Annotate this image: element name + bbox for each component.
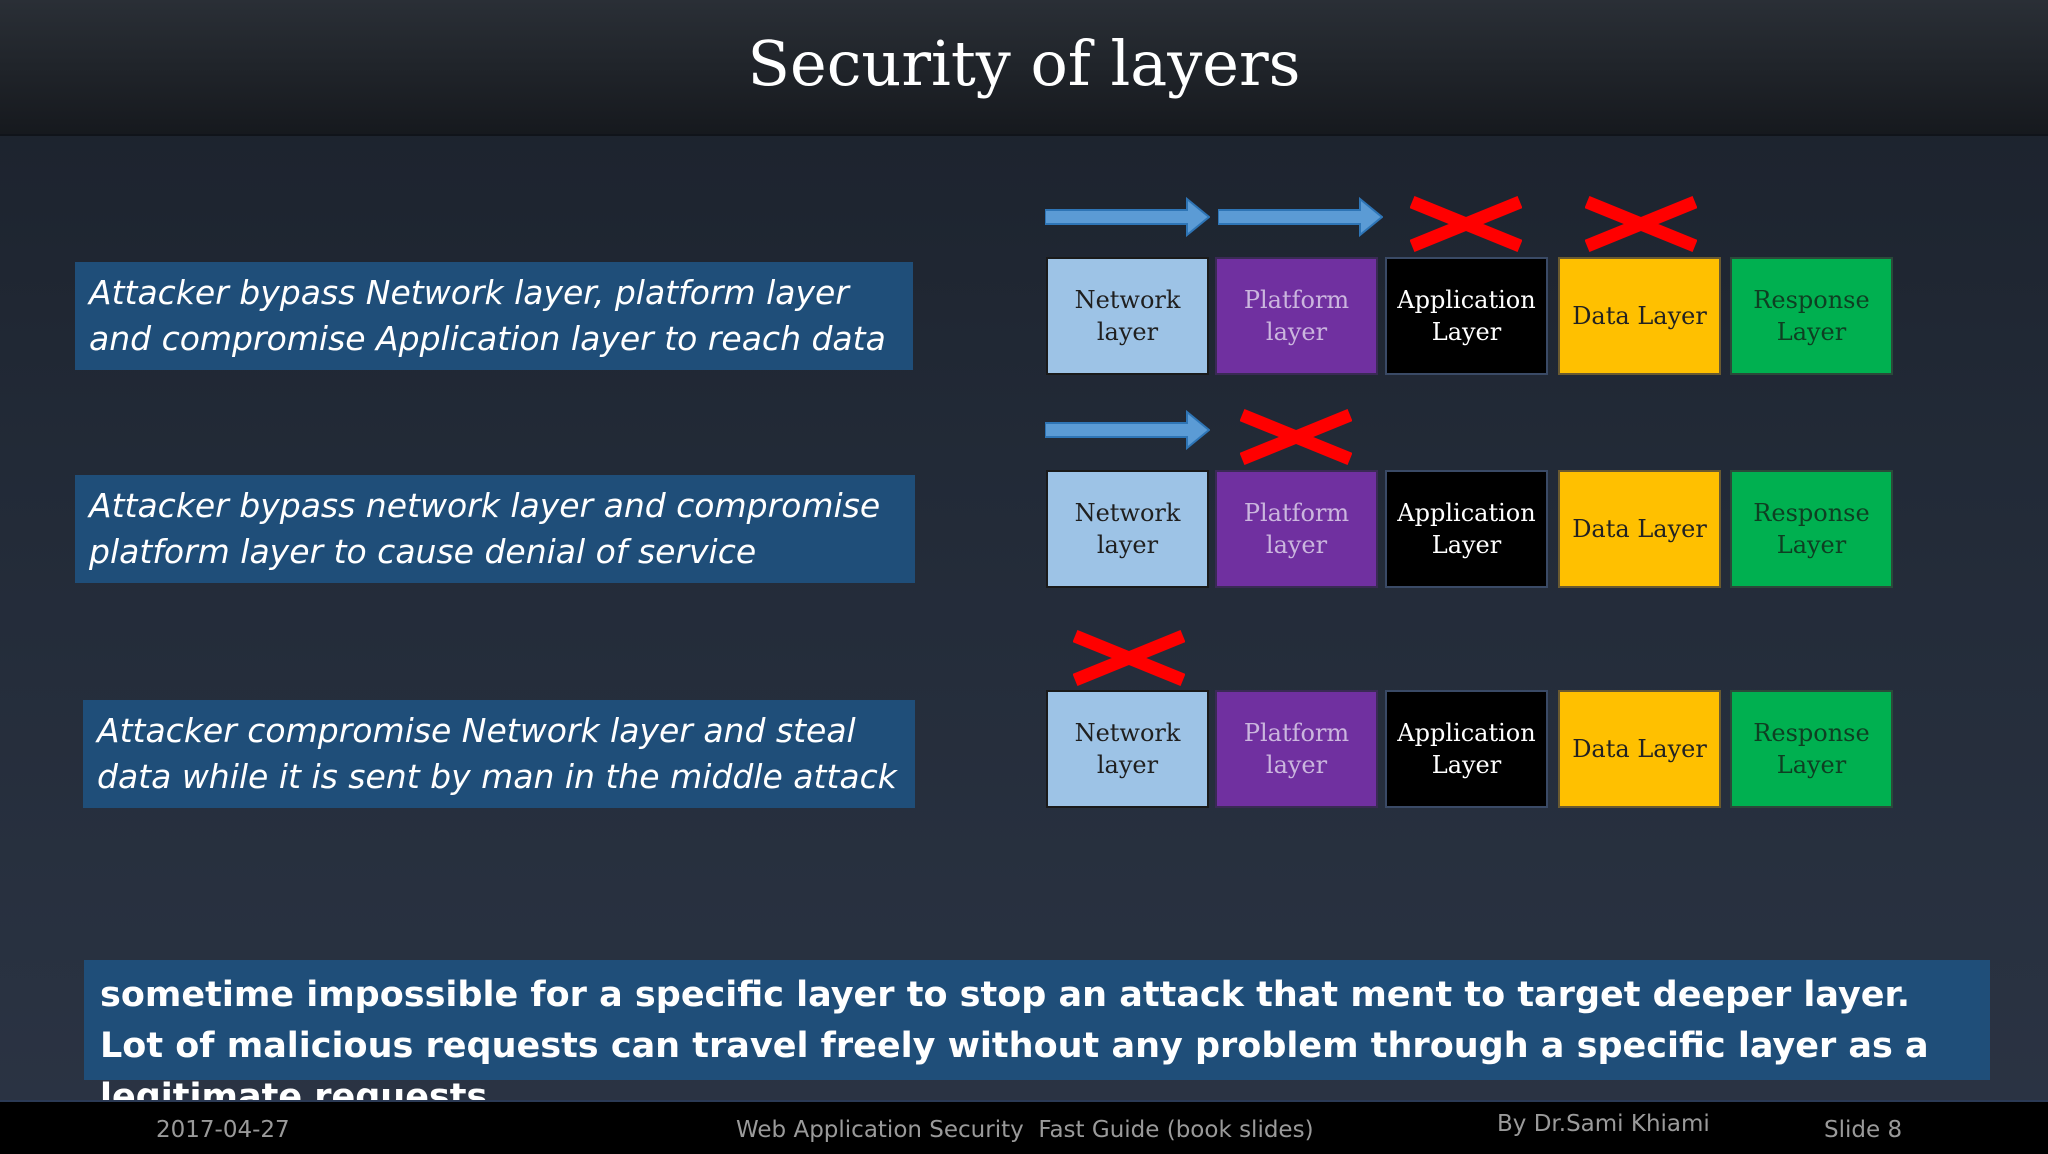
arrow-right-icon [1045, 197, 1210, 237]
arrow-right-icon [1218, 197, 1383, 237]
data-layer-box: Data Layer [1558, 470, 1721, 588]
layer-label: Data Layer [1572, 735, 1707, 763]
red-x-icon [1240, 409, 1352, 465]
application-layer-box: Application Layer [1385, 470, 1548, 588]
footer-date: 2017-04-27 [156, 1117, 290, 1143]
layer-label: Network layer [1074, 286, 1181, 346]
network-layer-box: Network layer [1046, 470, 1209, 588]
title-bar: Security of layers [0, 0, 2048, 136]
footer-book-title: Web Application Security Fast Guide (boo… [736, 1117, 1314, 1143]
layer-label: Response Layer [1753, 499, 1870, 559]
arrow-right-icon [1045, 410, 1210, 450]
slide-footer: 2017-04-27 Web Application Security Fast… [0, 1100, 2048, 1154]
conclusion-text: sometime impossible for a specific layer… [84, 960, 1990, 1117]
data-layer-box: Data Layer [1558, 257, 1721, 375]
footer-slide-number: Slide 8 [1824, 1117, 1903, 1143]
layer-label: Network layer [1074, 719, 1181, 779]
red-x-icon [1073, 630, 1185, 686]
layer-label: Application Layer [1397, 499, 1536, 559]
footer-author: By Dr.Sami Khiami [1497, 1111, 1710, 1137]
application-layer-box: Application Layer [1385, 690, 1548, 808]
scenario-3-text: Attacker compromise Network layer and st… [83, 700, 915, 808]
network-layer-box: Network layer [1046, 690, 1209, 808]
layer-label: Data Layer [1572, 515, 1707, 543]
response-layer-box: Response Layer [1730, 257, 1893, 375]
layer-label: Response Layer [1753, 719, 1870, 779]
layer-label: Response Layer [1753, 286, 1870, 346]
layer-label: Platform layer [1243, 719, 1350, 779]
layer-label: Platform layer [1243, 499, 1350, 559]
application-layer-box: Application Layer [1385, 257, 1548, 375]
layer-label: Application Layer [1397, 286, 1536, 346]
layer-label: Application Layer [1397, 719, 1536, 779]
scenario-2-text: Attacker bypass network layer and compro… [75, 475, 915, 583]
layer-label: Data Layer [1572, 302, 1707, 330]
response-layer-box: Response Layer [1730, 690, 1893, 808]
scenario-1-text: Attacker bypass Network layer, platform … [75, 262, 913, 370]
platform-layer-box: Platform layer [1215, 257, 1378, 375]
layer-label: Platform layer [1243, 286, 1350, 346]
data-layer-box: Data Layer [1558, 690, 1721, 808]
red-x-icon [1410, 196, 1522, 252]
slide-title: Security of layers [747, 27, 1301, 100]
network-layer-box: Network layer [1046, 257, 1209, 375]
platform-layer-box: Platform layer [1215, 690, 1378, 808]
layer-label: Network layer [1074, 499, 1181, 559]
platform-layer-box: Platform layer [1215, 470, 1378, 588]
response-layer-box: Response Layer [1730, 470, 1893, 588]
red-x-icon [1585, 196, 1697, 252]
